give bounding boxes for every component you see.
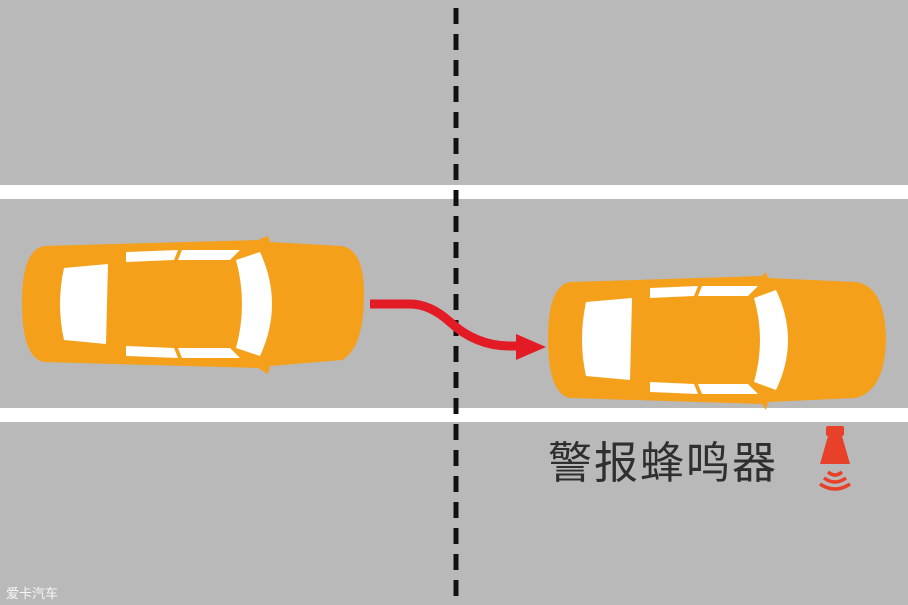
windshield xyxy=(754,290,788,390)
watermark: 爱卡汽车 xyxy=(6,587,59,602)
side-window-bottom-rear xyxy=(650,382,698,394)
car-left xyxy=(22,236,364,374)
buzzer-body xyxy=(820,436,850,464)
car-body xyxy=(548,272,886,410)
rear-window xyxy=(582,298,632,380)
side-window-top-rear xyxy=(650,286,698,298)
side-window-bottom-front xyxy=(698,384,758,394)
lane-change-arrow xyxy=(370,299,546,360)
side-window-top-front xyxy=(178,250,240,260)
lane-line-bottom xyxy=(0,408,908,422)
sound-wave-2 xyxy=(822,476,848,484)
side-window-bottom-front xyxy=(178,348,240,358)
side-window-top-front xyxy=(698,286,758,296)
arrowhead xyxy=(516,334,546,360)
windshield xyxy=(236,252,272,356)
arrow-path xyxy=(370,299,520,351)
sound-wave-3 xyxy=(819,482,851,491)
car-right xyxy=(548,272,886,410)
sound-wave-1 xyxy=(826,470,844,477)
rear-window xyxy=(60,264,108,344)
side-window-top-rear xyxy=(126,250,178,262)
alarm-buzzer-label: 警报蜂鸣器 xyxy=(548,438,778,489)
buzzer-icon xyxy=(819,426,851,491)
side-window-bottom-rear xyxy=(126,346,178,358)
buzzer-cap xyxy=(826,426,844,436)
